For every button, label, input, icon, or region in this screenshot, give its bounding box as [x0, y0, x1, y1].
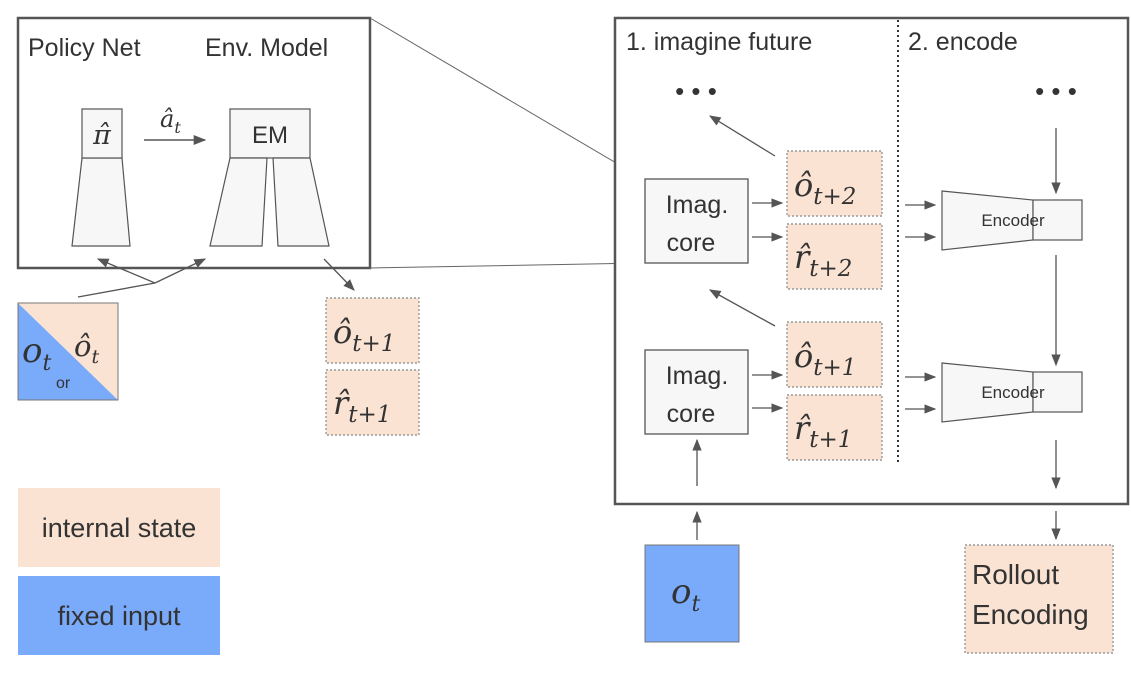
upper-to-dots-arrow — [709, 115, 776, 157]
policy-net-head — [81, 108, 123, 159]
input-tile-or: or — [56, 375, 71, 392]
input-tile-internal-half — [18, 303, 118, 400]
section-encode-title: 2. encode — [908, 28, 1018, 56]
env-output-arrow — [323, 258, 355, 291]
lower-obs-label: ôt+1 — [794, 337, 856, 381]
legend-internal-swatch — [18, 488, 220, 567]
policy-net-title: Policy Net — [28, 34, 141, 62]
rollout-line1: Rollout — [972, 559, 1059, 590]
env-model-leg-left — [209, 157, 268, 247]
section-imagine-title: 1. imagine future — [626, 28, 812, 56]
input-tile-obs: ot — [22, 331, 51, 376]
imag-core-lower-line1: Imag. — [666, 362, 729, 390]
upper-rew-box — [786, 223, 883, 290]
pred-rew-label: r̂t+1 — [333, 384, 391, 428]
action-label: ât — [160, 105, 181, 137]
dots-left: • • • — [675, 76, 717, 106]
rollout-encoding-box — [964, 544, 1114, 654]
env-model-head — [229, 108, 311, 159]
input-to-policy-arrow — [96, 258, 156, 284]
env-model-leg-right — [272, 157, 330, 247]
zoom-line-top — [369, 17, 646, 181]
lower-obs-box — [786, 321, 883, 388]
imag-core-upper-line2: core — [667, 229, 716, 257]
input-branch-line — [77, 282, 156, 298]
pred-obs-box — [325, 297, 420, 364]
input-tile-imag: ôt — [74, 329, 99, 368]
encoder-upper-label: Encoder — [981, 211, 1045, 230]
imag-core-lower-line2: core — [667, 400, 716, 428]
upper-obs-box — [786, 150, 883, 217]
zoom-line-bottom — [369, 262, 646, 269]
imag-core-upper — [644, 178, 749, 264]
imag-core-upper-line1: Imag. — [666, 191, 729, 219]
imag-core-lower — [644, 349, 749, 435]
lower-rew-label: r̂t+1 — [794, 409, 852, 453]
encoder-lower-tail — [1032, 371, 1083, 413]
encoder-lower-label: Encoder — [981, 383, 1045, 402]
policy-symbol: π̂ — [92, 120, 112, 151]
em-label: EM — [252, 122, 288, 149]
pred-rew-box — [325, 369, 420, 436]
upper-obs-label: ôt+2 — [794, 166, 856, 210]
legend-fixed-label: fixed input — [57, 601, 181, 631]
bottom-obs-label: ot — [671, 572, 700, 617]
lower-to-upper-arrow — [708, 289, 776, 327]
lower-rew-box — [786, 394, 883, 461]
env-model-title: Env. Model — [205, 34, 328, 62]
dots-right: • • • — [1035, 76, 1077, 106]
pred-obs-label: ôt+1 — [333, 313, 395, 357]
bottom-obs-tile — [644, 544, 740, 643]
rollout-line2: Encoding — [972, 599, 1089, 630]
input-tile-frame — [17, 302, 119, 401]
input-to-env-arrow — [154, 258, 207, 284]
upper-rew-label: r̂t+2 — [794, 238, 852, 282]
legend-fixed-swatch — [18, 576, 220, 655]
policy-net-body — [71, 157, 131, 247]
encoder-upper-tail — [1032, 199, 1083, 241]
legend-internal-label: internal state — [42, 513, 197, 543]
